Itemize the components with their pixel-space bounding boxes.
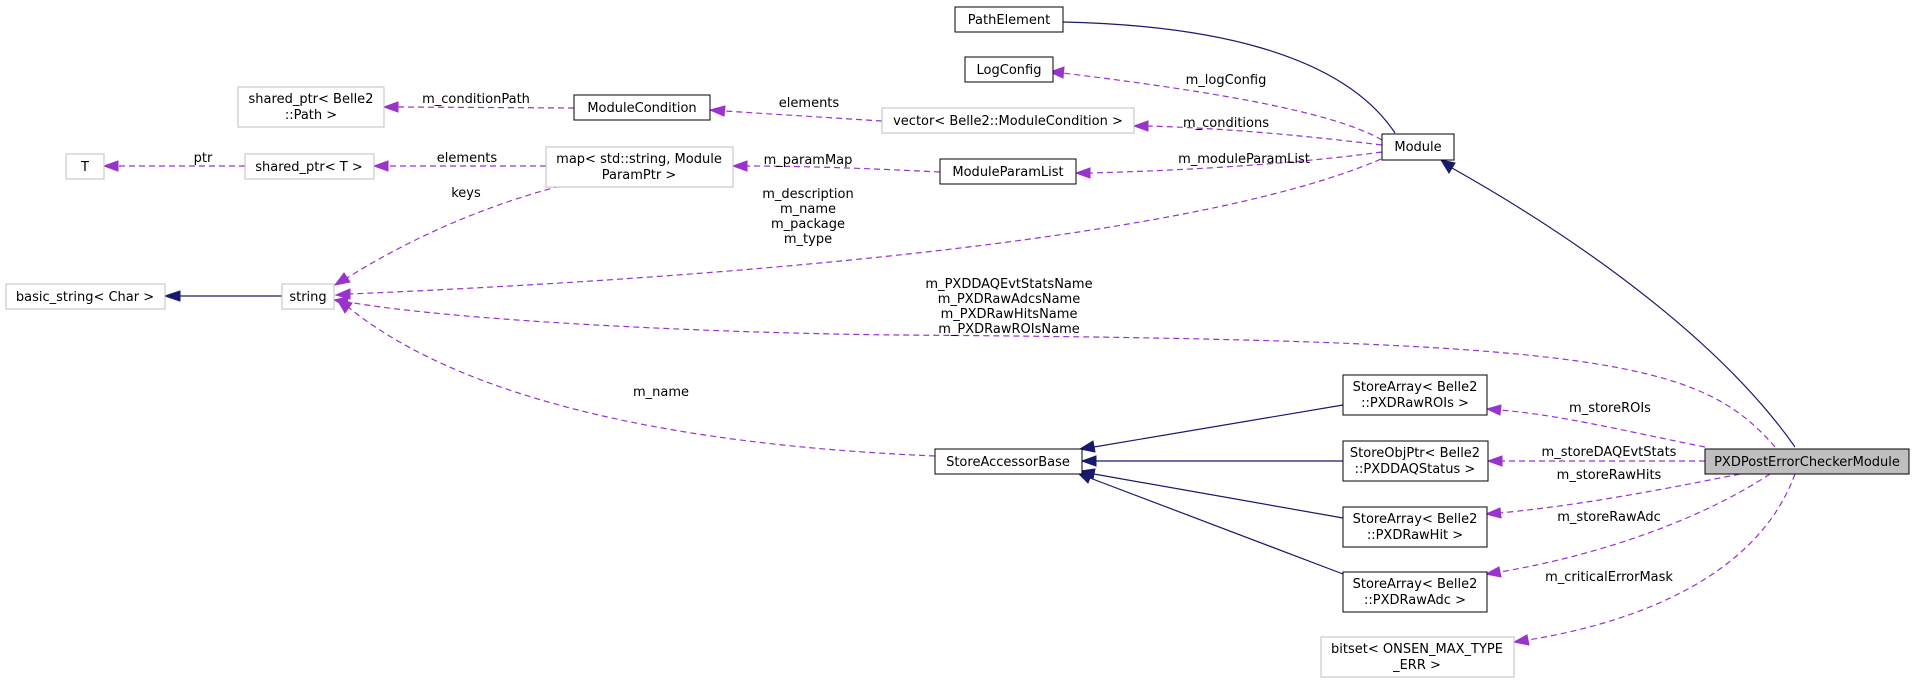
node-storearray-rawrois-label-1: StoreArray< Belle2: [1353, 380, 1478, 395]
label-m-conditions: m_conditions: [1183, 116, 1269, 131]
node-storearray-rawadc-label-1: StoreArray< Belle2: [1353, 577, 1478, 592]
label-m-storerawhits: m_storeRawHits: [1557, 468, 1662, 483]
edge-rawrois-inherits-base: [1078, 404, 1344, 453]
edge-m-conditionpath: [382, 101, 575, 113]
edge-m-parammap: [731, 160, 941, 173]
edge-m-storerois: [1485, 404, 1706, 448]
node-sharedptr-path-label-1: shared_ptr< Belle2: [249, 92, 374, 107]
edge-string-inherits-basicstring: [163, 290, 282, 302]
node-bitset-label-2: _ERR >: [1392, 658, 1441, 673]
edge-m-logconfig: [1048, 66, 1383, 141]
node-logconfig[interactable]: LogConfig: [964, 56, 1054, 83]
edge-m-name: [337, 300, 936, 457]
edge-rawhit-inherits-base: [1078, 468, 1344, 519]
node-storeobjptr-daqstatus-label-2: ::PXDDAQStatus >: [1355, 462, 1476, 477]
label-m-pxdrawhitsname: m_PXDRawHitsName: [941, 307, 1078, 322]
node-basic-string[interactable]: basic_string< Char >: [5, 283, 166, 310]
node-map-moduleparamptr-label-1: map< std::string, Module: [556, 152, 722, 167]
edge-elements-vector: [708, 105, 883, 122]
label-m-pxddaqevtstatsname: m_PXDDAQEvtStatsName: [925, 277, 1092, 292]
node-module[interactable]: Module: [1381, 133, 1455, 161]
node-storearray-rawhit[interactable]: StoreArray< Belle2 ::PXDRawHit >: [1342, 506, 1488, 548]
edge-m-conditions: [1132, 120, 1383, 146]
edge-labels: m_logConfig m_conditions elements m_cond…: [194, 73, 1677, 585]
edge-m-moduleparamlist: [1074, 151, 1383, 179]
label-m-name-module: m_name: [780, 202, 836, 217]
node-pxdposterrorcheckermodule[interactable]: PXDPostErrorCheckerModule: [1704, 448, 1910, 475]
edge-elements-sharedptr: [372, 160, 546, 172]
label-m-description: m_description: [762, 187, 853, 202]
label-m-package: m_package: [771, 217, 845, 232]
node-storeaccessorbase[interactable]: StoreAccessorBase: [934, 448, 1083, 475]
node-storearray-rawhit-label-1: StoreArray< Belle2: [1353, 512, 1478, 527]
edge-pxd-inherits-module: [1439, 159, 1796, 448]
node-storearray-rawadc[interactable]: StoreArray< Belle2 ::PXDRawAdc >: [1342, 571, 1488, 613]
edge-m-storedaqevtstats: [1486, 455, 1705, 467]
node-bitset-label-1: bitset< ONSEN_MAX_TYPE: [1331, 642, 1503, 657]
label-ptr: ptr: [194, 151, 213, 166]
node-pxdposterrorcheckermodule-label: PXDPostErrorCheckerModule: [1714, 455, 1900, 470]
node-modulecondition-label: ModuleCondition: [587, 101, 696, 116]
label-m-pxdrawroisname: m_PXDRawROIsName: [938, 322, 1080, 337]
label-elements-vector: elements: [779, 96, 840, 111]
label-m-storerois: m_storeROIs: [1569, 401, 1651, 416]
node-t[interactable]: T: [65, 153, 105, 180]
label-m-type: m_type: [784, 232, 832, 247]
label-m-parammap: m_paramMap: [764, 153, 853, 168]
label-keys: keys: [451, 186, 481, 201]
node-module-label: Module: [1394, 140, 1441, 155]
node-string-label: string: [289, 290, 326, 305]
node-moduleparamlist[interactable]: ModuleParamList: [939, 158, 1077, 185]
node-storearray-rawhit-label-2: ::PXDRawHit >: [1367, 528, 1463, 543]
node-sharedptr-path[interactable]: shared_ptr< Belle2 ::Path >: [237, 86, 385, 128]
node-moduleparamlist-label: ModuleParamList: [952, 165, 1063, 180]
label-elements-sharedptr: elements: [437, 151, 498, 166]
node-pathelement-label: PathElement: [968, 13, 1050, 28]
node-vector-modulecondition[interactable]: vector< Belle2::ModuleCondition >: [881, 107, 1135, 134]
node-pathelement[interactable]: PathElement: [954, 6, 1064, 33]
node-map-moduleparamptr[interactable]: map< std::string, Module ParamPtr >: [545, 146, 734, 188]
edge-ptr: [102, 160, 245, 172]
node-sharedptr-path-label-2: ::Path >: [285, 108, 337, 123]
node-storeobjptr-daqstatus[interactable]: StoreObjPtr< Belle2 ::PXDDAQStatus >: [1342, 440, 1489, 482]
edge-daqstatus-inherits-base: [1080, 455, 1343, 467]
label-m-storedaqevtstats: m_storeDAQEvtStats: [1542, 445, 1677, 460]
node-storearray-rawadc-label-2: ::PXDRawAdc >: [1364, 593, 1466, 608]
node-storeaccessorbase-label: StoreAccessorBase: [946, 455, 1070, 470]
node-modulecondition[interactable]: ModuleCondition: [573, 94, 711, 121]
node-storeobjptr-daqstatus-label-1: StoreObjPtr< Belle2: [1350, 446, 1480, 461]
node-storearray-rawrois[interactable]: StoreArray< Belle2 ::PXDRawROIs >: [1342, 374, 1488, 416]
node-vector-modulecondition-label: vector< Belle2::ModuleCondition >: [893, 114, 1123, 129]
node-basic-string-label: basic_string< Char >: [16, 290, 154, 305]
label-m-criticalerrormask: m_criticalErrorMask: [1545, 570, 1673, 585]
node-string[interactable]: string: [281, 283, 335, 310]
node-t-label: T: [80, 160, 89, 175]
edge-m-criticalerrormask: [1512, 473, 1796, 646]
node-sharedptr-t-label: shared_ptr< T >: [255, 160, 362, 175]
edge-m-storerawhits: [1484, 473, 1741, 519]
edge-keys: [333, 185, 561, 286]
label-m-logconfig: m_logConfig: [1186, 73, 1267, 88]
node-storearray-rawrois-label-2: ::PXDRawROIs >: [1361, 396, 1469, 411]
node-bitset[interactable]: bitset< ONSEN_MAX_TYPE _ERR >: [1320, 636, 1515, 678]
label-m-name: m_name: [633, 385, 689, 400]
node-sharedptr-t[interactable]: shared_ptr< T >: [244, 153, 375, 180]
label-m-storerawadc: m_storeRawAdc: [1557, 510, 1660, 525]
edge-m-storerawadc: [1484, 473, 1771, 578]
edge-rawadc-inherits-base: [1075, 471, 1344, 575]
label-m-moduleparamlist: m_moduleParamList: [1178, 152, 1310, 167]
edge-module-strings: [334, 154, 1391, 300]
node-logconfig-label: LogConfig: [977, 63, 1042, 78]
label-m-pxdrawadcsname: m_PXDRawAdcsName: [938, 292, 1080, 307]
label-m-conditionpath: m_conditionPath: [422, 92, 530, 107]
node-map-moduleparamptr-label-2: ParamPtr >: [602, 168, 677, 183]
